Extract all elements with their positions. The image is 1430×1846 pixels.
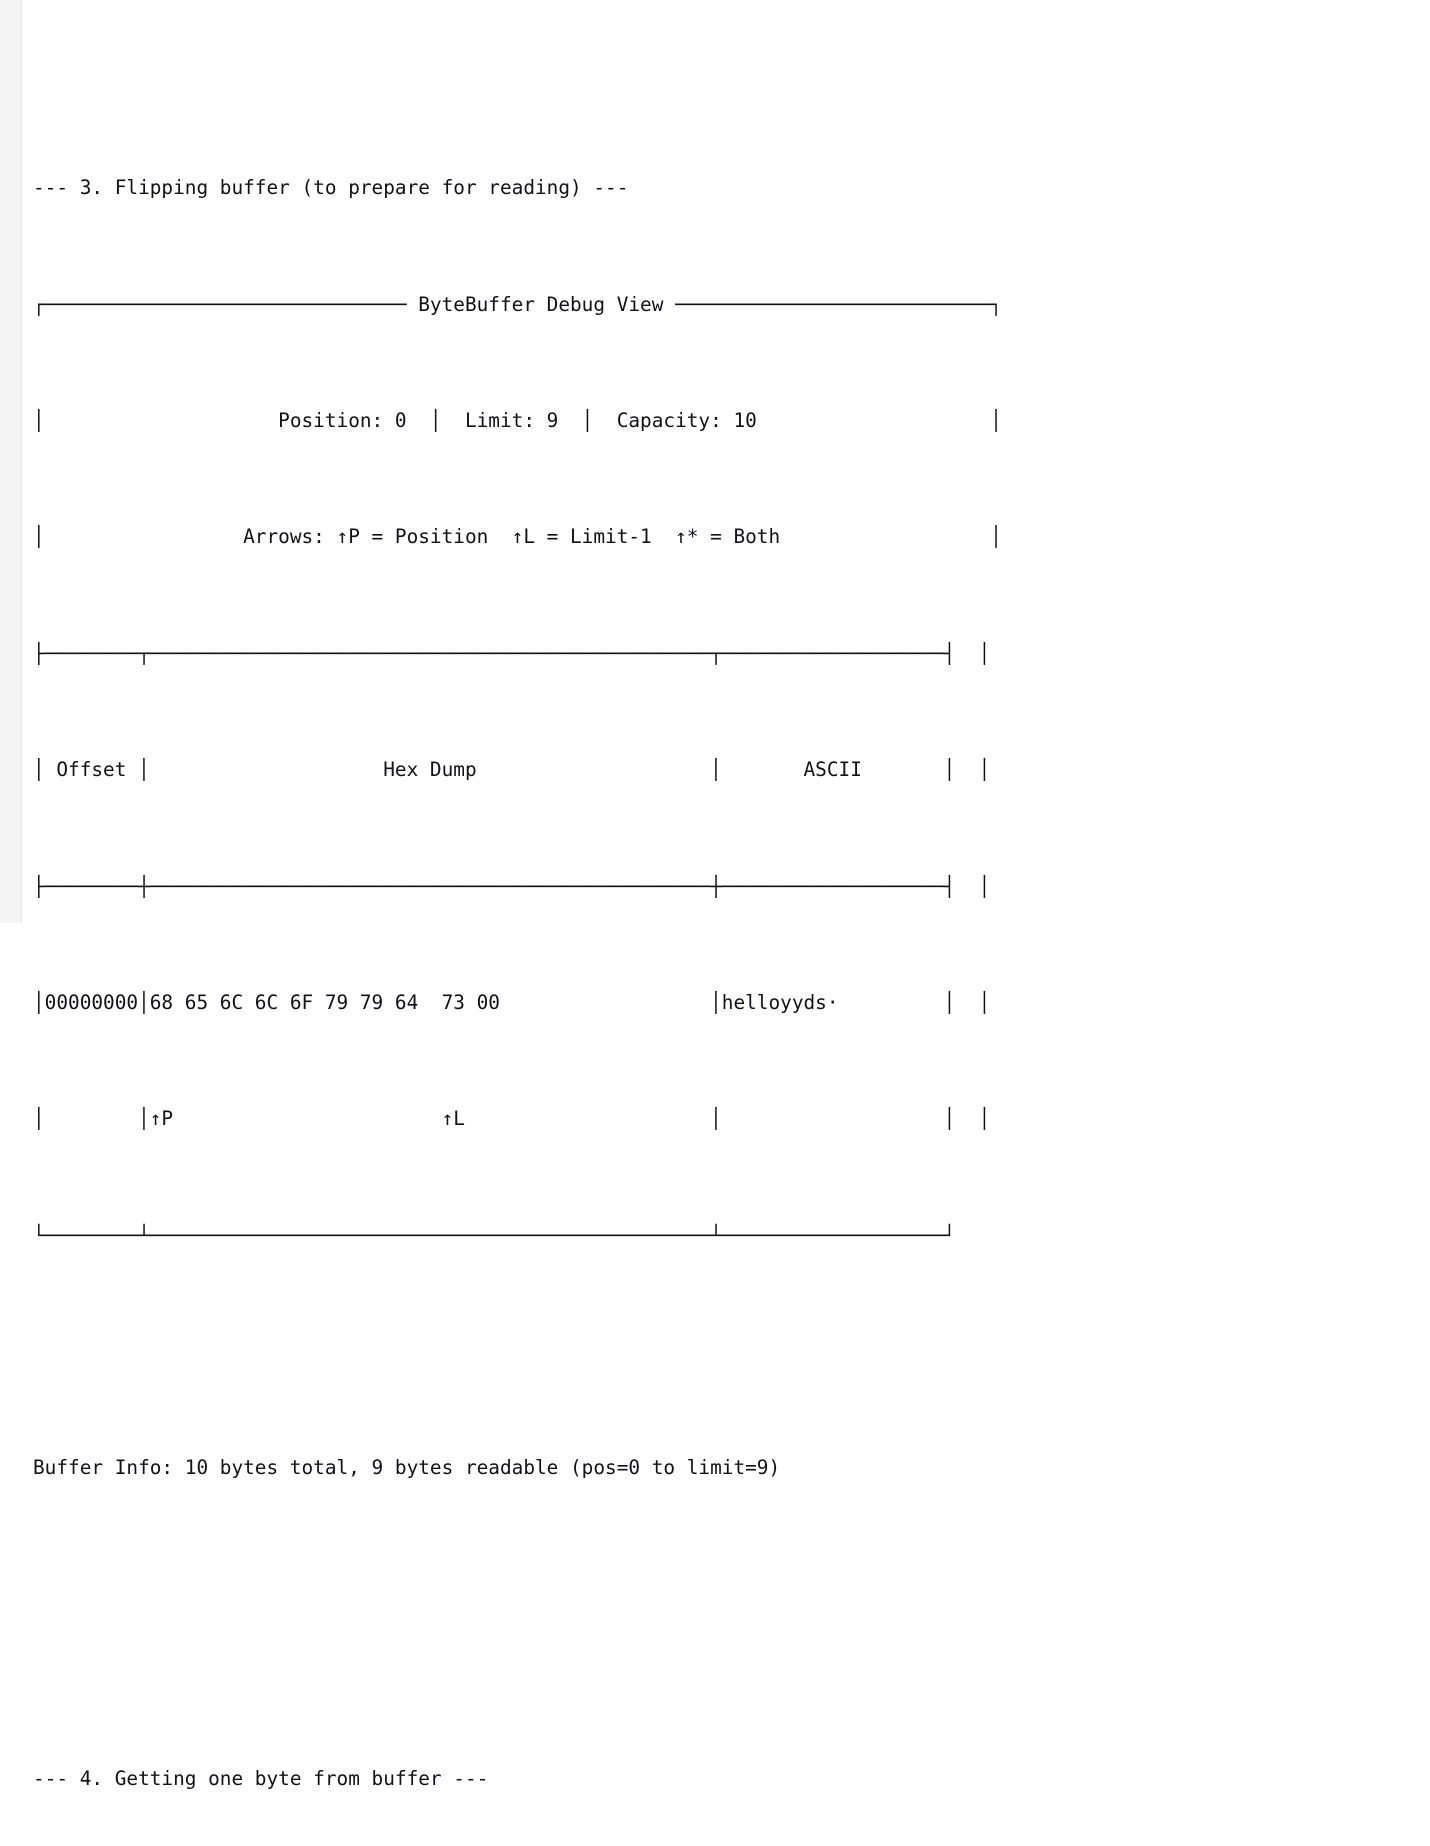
section-heading-3: --- 3. Flipping buffer (to prepare for r… bbox=[33, 176, 629, 200]
panel-3-top-border: ┌─────────────────────────────── ByteBuf… bbox=[33, 292, 1002, 316]
panel-3-arrows-legend: │ Arrows: ↑P = Position ↑L = Limit-1 ↑* … bbox=[33, 525, 1002, 549]
panel-3-table-rule-mid: ├────────┼──────────────────────────────… bbox=[33, 874, 991, 898]
panel-3-table-rule-top: ├────────┬──────────────────────────────… bbox=[33, 641, 991, 665]
panel-3-table-header: │ Offset │ Hex Dump │ ASCII │ │ bbox=[33, 758, 991, 782]
panel-3-table-row: │00000000│68 65 6C 6C 6F 79 79 64 73 00 … bbox=[33, 990, 991, 1014]
panel-3-status-line: │ Position: 0 │ Limit: 9 │ Capacity: 10 … bbox=[33, 408, 1002, 432]
left-gutter bbox=[0, 0, 22, 923]
spacer-2 bbox=[33, 1566, 1413, 1605]
panel-3-table-rule-bottom: └────────┴──────────────────────────────… bbox=[33, 1223, 991, 1247]
spacer-1 bbox=[33, 1333, 1413, 1372]
panel-3-table-arrow-row: │ │↑P ↑L │ │ │ bbox=[33, 1107, 991, 1131]
buffer-info-3: Buffer Info: 10 bytes total, 9 bytes rea… bbox=[33, 1456, 781, 1480]
terminal-output: --- 3. Flipping buffer (to prepare for r… bbox=[33, 14, 1413, 1846]
section-heading-4: --- 4. Getting one byte from buffer --- bbox=[33, 1766, 489, 1790]
